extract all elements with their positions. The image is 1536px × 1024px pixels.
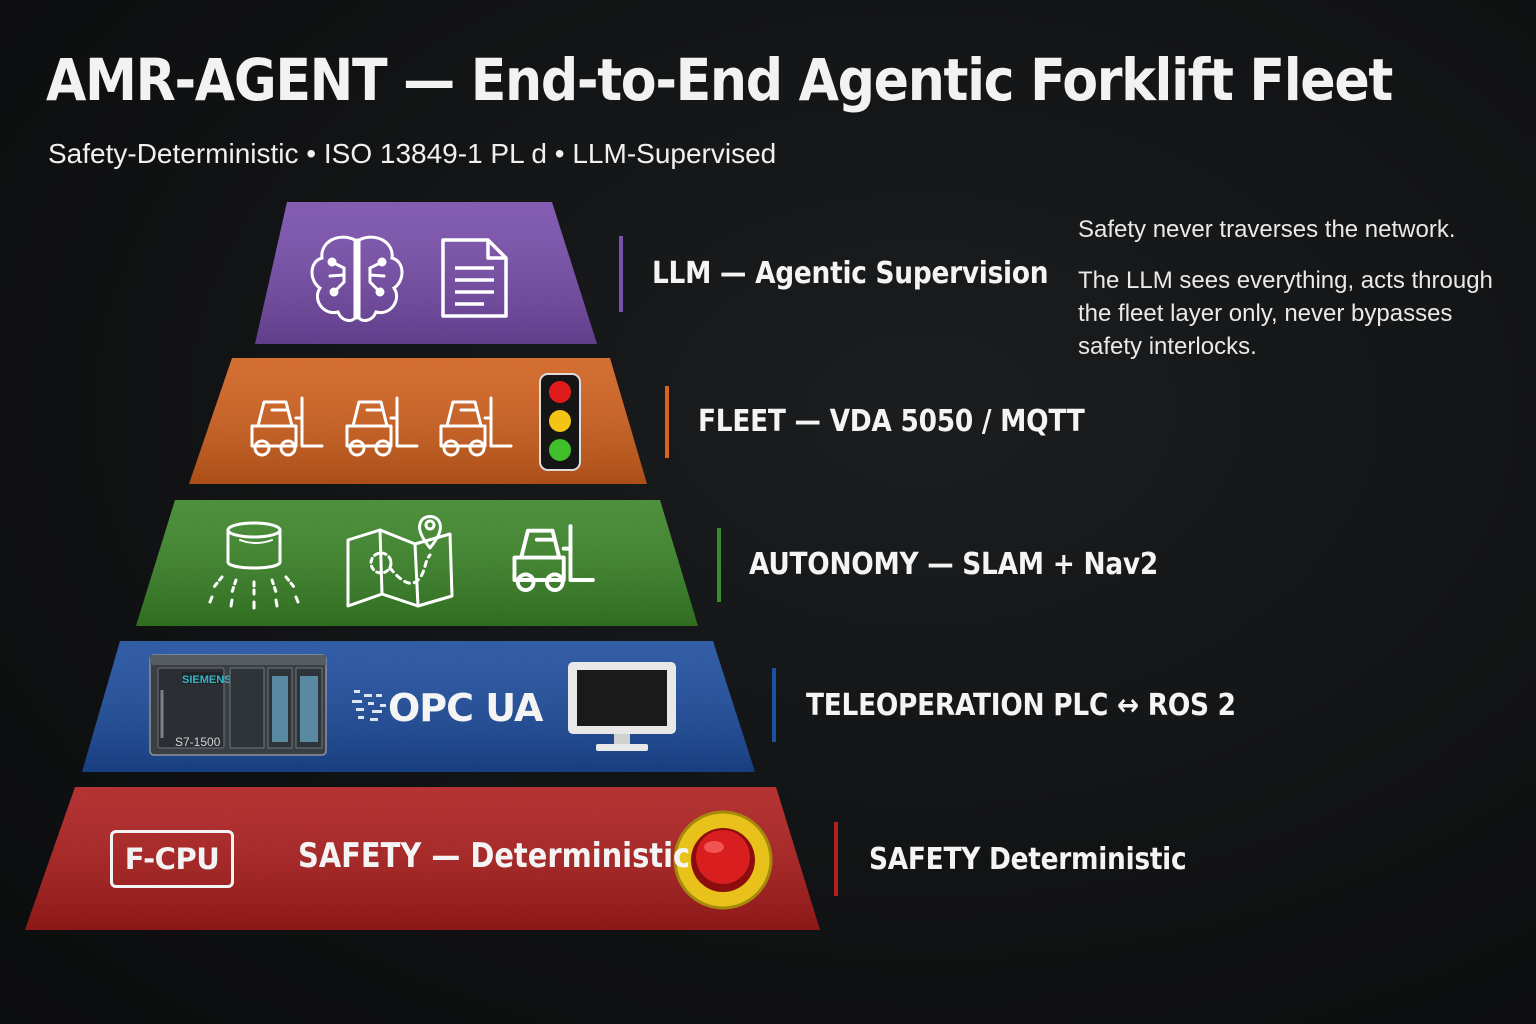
forklift-icon: [439, 396, 513, 457]
layer-safety: [25, 787, 820, 930]
layer-label-teleoperation: TELEOPERATION PLC ↔ ROS 2: [806, 688, 1236, 723]
plc-model-label: S7-1500: [175, 735, 221, 749]
note-line-1: Safety never traverses the network.: [1078, 216, 1456, 243]
layer-fleet: [189, 358, 647, 484]
traffic-light-icon: [539, 373, 581, 471]
accent-bar-fleet: [665, 386, 669, 458]
layer-label-llm: LLM — Agentic Supervision: [652, 256, 1049, 291]
layer-label-safety: SAFETY Deterministic: [869, 842, 1187, 877]
accent-bar-teleoperation: [772, 668, 776, 742]
safety-inner-label: SAFETY — Deterministic: [298, 836, 691, 876]
layer-teleoperation: SIEMENS S7-1500: [82, 641, 755, 772]
accent-bar-autonomy: [717, 528, 721, 602]
f-cpu-badge: F-CPU: [110, 830, 234, 888]
accent-bar-safety: [834, 822, 838, 896]
layer-autonomy: [136, 500, 698, 626]
forklift-icon: [512, 524, 595, 593]
map-route-icon: [346, 515, 454, 608]
page-subtitle: Safety-Deterministic • ISO 13849-1 PL d …: [48, 138, 777, 169]
layer-label-autonomy: AUTONOMY — SLAM + Nav2: [749, 547, 1158, 582]
brain-icon: [310, 235, 404, 322]
layer-label-fleet: FLEET — VDA 5050 / MQTT: [698, 404, 1085, 439]
opc-ua-text: OPC UA: [388, 686, 543, 730]
plc-icon: SIEMENS S7-1500: [149, 654, 327, 756]
accent-bar-llm: [619, 236, 623, 312]
page-title: AMR-AGENT — End-to-End Agentic Forklift …: [46, 46, 1393, 114]
document-icon: [441, 238, 508, 318]
forklift-icon: [345, 396, 419, 457]
plc-brand-label: SIEMENS: [182, 674, 232, 686]
emergency-stop-icon: [673, 810, 773, 910]
note-line-2: The LLM sees everything, acts through th…: [1078, 267, 1493, 360]
lidar-sensor-icon: [208, 521, 300, 610]
opc-ua-logo: [352, 690, 386, 721]
monitor-icon: [568, 662, 676, 751]
layer-llm: [255, 202, 597, 344]
forklift-icon: [250, 396, 324, 457]
